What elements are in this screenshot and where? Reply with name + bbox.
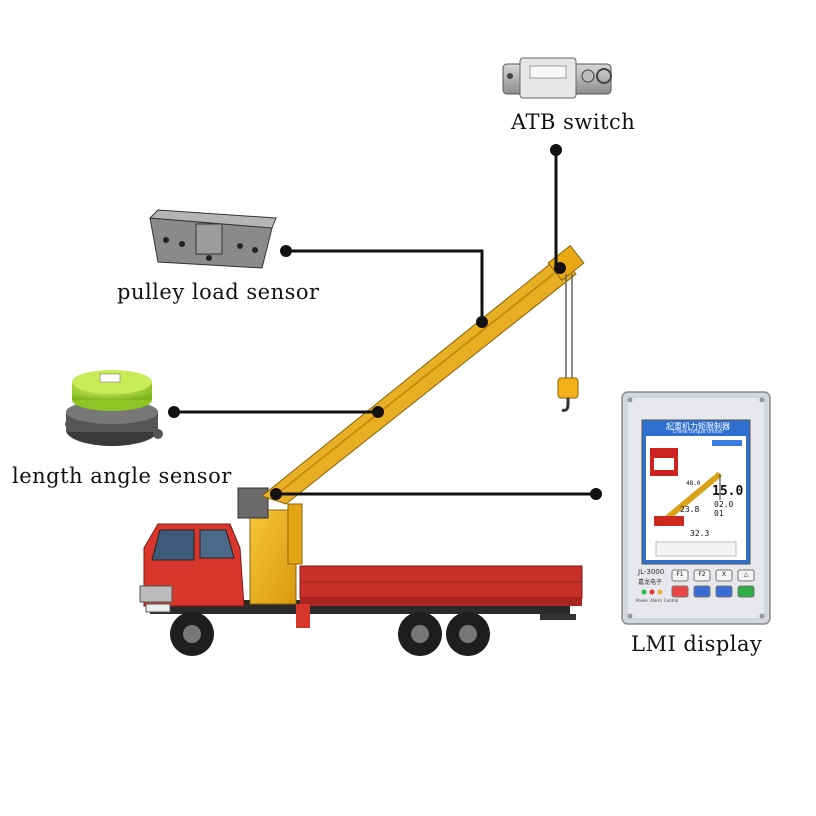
lmi-btn-tri: △: [743, 571, 749, 578]
pulley-load-sensor-device: [148, 209, 277, 269]
atb-switch-device: [502, 57, 612, 99]
lmi-model: JL-3000: [638, 568, 665, 576]
connector-pulley: [286, 249, 484, 322]
lmi-led-alarm: Alarm: [650, 598, 662, 603]
lmi-readout-load: 23.8: [680, 505, 700, 514]
lmi-btn-x: X: [721, 571, 727, 578]
dot-lmi-boom: [270, 488, 282, 500]
lmi-title-en: Crane torque limiter: [672, 429, 724, 435]
lmi-readout-small-1: 02.0: [714, 500, 734, 509]
length-angle-sensor-device: [65, 370, 163, 446]
lmi-readout-big: 15.0: [712, 484, 744, 499]
label-atb-switch: ATB switch: [511, 110, 636, 134]
dot-atb-boom: [554, 262, 566, 274]
connector-lines: [174, 150, 596, 496]
lmi-brand: 嘉龙电子: [638, 579, 663, 586]
crane-truck: [139, 487, 583, 656]
label-pulley-load-sensor: pulley load sensor: [117, 280, 320, 304]
dot-length-left: [168, 406, 180, 418]
lmi-led-power: Power: [636, 598, 649, 603]
lmi-title-cn: 起重机力矩限制器: [666, 422, 730, 431]
lmi-led-labels: Power Alarm Control: [636, 598, 678, 603]
lmi-readout-len: 32.3: [690, 529, 710, 538]
label-length-angle-sensor: length angle sensor: [12, 464, 232, 488]
dot-pulley-left: [280, 245, 292, 257]
label-lmi-display: LMI display: [631, 632, 763, 656]
lmi-readout-angle: 48.0: [686, 480, 701, 487]
lmi-led-control: Control: [663, 598, 679, 603]
connector-dots: [168, 144, 602, 500]
lmi-display-device: [621, 391, 771, 625]
lmi-btn-f2: F2: [698, 571, 706, 578]
lmi-readout-small-2: 01: [714, 509, 724, 518]
dot-lmi-right: [590, 488, 602, 500]
dot-length-boom: [372, 406, 384, 418]
dot-atb-top: [550, 144, 562, 156]
dot-pulley-boom: [476, 316, 488, 328]
lmi-btn-f1: F1: [676, 571, 684, 578]
